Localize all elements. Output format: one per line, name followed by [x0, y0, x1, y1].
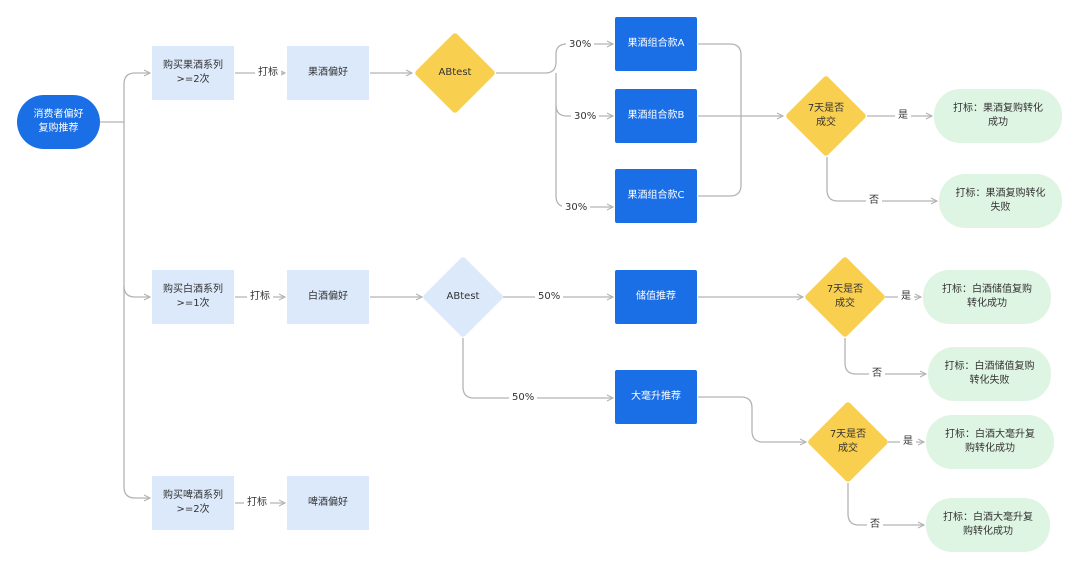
split-label-fruit-c: 30%	[562, 201, 591, 215]
result-stored-fail[interactable]: 打标：白酒储值复购转化失败	[928, 347, 1051, 401]
split-label-baijiu-stored: 50%	[535, 290, 564, 304]
option-fruit-combo-a[interactable]: 果酒组合款A	[615, 17, 697, 71]
yes-label-stored: 是	[898, 290, 914, 304]
no-label-fruit: 否	[866, 194, 882, 208]
option-fruit-combo-c[interactable]: 果酒组合款C	[615, 169, 697, 223]
result-large-success[interactable]: 打标：白酒大毫升复购转化成功	[926, 415, 1054, 469]
split-label-fruit-b: 30%	[571, 110, 600, 124]
preference-baijiu[interactable]: 白酒偏好	[287, 270, 369, 324]
split-label-fruit-a: 30%	[566, 38, 595, 52]
option-fruit-combo-b[interactable]: 果酒组合款B	[615, 89, 697, 143]
yes-label-fruit: 是	[895, 109, 911, 123]
no-label-large: 否	[867, 518, 883, 532]
abtest-fruit-label: ABtest	[438, 66, 472, 78]
decision-large-diamond[interactable]: 7天是否成交	[806, 400, 890, 484]
result-large-fail[interactable]: 打标：白酒大毫升复购转化成功	[926, 498, 1050, 552]
preference-beer[interactable]: 啤酒偏好	[287, 476, 369, 530]
preference-fruit-wine[interactable]: 果酒偏好	[287, 46, 369, 100]
tag-label-beer: 打标	[244, 496, 270, 510]
condition-fruit-wine[interactable]: 购买果酒系列>=2次	[152, 46, 234, 100]
result-fruit-fail[interactable]: 打标：果酒复购转化失败	[939, 174, 1062, 228]
tag-label-baijiu: 打标	[247, 290, 273, 304]
no-label-stored: 否	[869, 367, 885, 381]
decision-fruit-diamond[interactable]: 7天是否成交	[784, 74, 868, 158]
option-large-volume[interactable]: 大毫升推荐	[615, 370, 697, 424]
decision-fruit-label: 7天是否成交	[807, 102, 845, 129]
option-stored-value[interactable]: 储值推荐	[615, 270, 697, 324]
start-node[interactable]: 消费者偏好复购推荐	[17, 95, 100, 149]
condition-beer[interactable]: 购买啤酒系列>=2次	[152, 476, 234, 530]
abtest-baijiu-diamond[interactable]: ABtest	[421, 255, 505, 339]
decision-stored-label: 7天是否成交	[826, 283, 864, 310]
split-label-baijiu-large: 50%	[509, 391, 538, 405]
result-fruit-success[interactable]: 打标：果酒复购转化成功	[934, 89, 1062, 143]
result-stored-success[interactable]: 打标：白酒储值复购转化成功	[923, 270, 1051, 324]
condition-baijiu[interactable]: 购买白酒系列>=1次	[152, 270, 234, 324]
decision-stored-diamond[interactable]: 7天是否成交	[803, 255, 887, 339]
tag-label-fruit: 打标	[255, 66, 281, 80]
abtest-baijiu-label: ABtest	[446, 290, 480, 302]
abtest-fruit-diamond[interactable]: ABtest	[413, 31, 497, 115]
yes-label-large: 是	[900, 435, 916, 449]
decision-large-label: 7天是否成交	[829, 428, 867, 455]
